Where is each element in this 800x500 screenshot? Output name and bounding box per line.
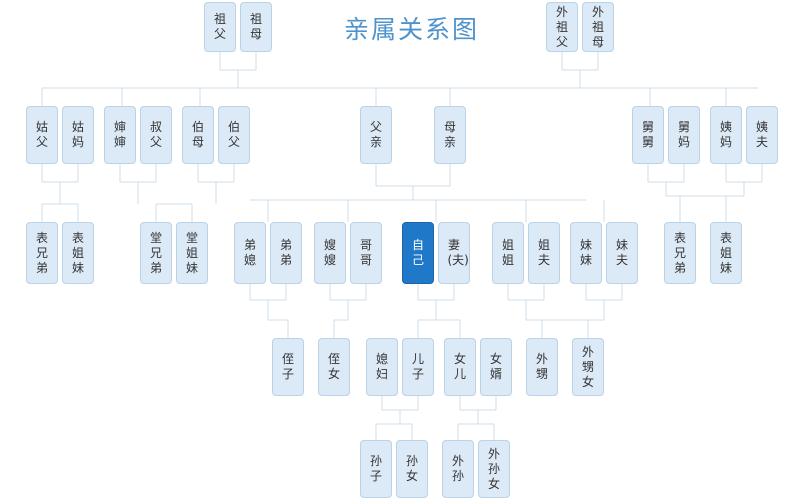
- node-yifu[interactable]: 姨夫: [746, 106, 778, 164]
- node-sunnv[interactable]: 孙女: [396, 440, 428, 498]
- node-waizufu[interactable]: 外祖父: [546, 2, 578, 52]
- node-label: 表姐妹: [719, 230, 732, 275]
- node-jiujiu[interactable]: 舅舅: [632, 106, 664, 164]
- node-label: 祖父: [213, 12, 226, 41]
- node-label: 妻(夫): [447, 238, 469, 267]
- node-label: 妹夫: [615, 238, 628, 267]
- node-label: 侄子: [281, 352, 294, 381]
- node-label: 侄女: [327, 352, 340, 381]
- node-xifu[interactable]: 媳妇: [366, 338, 398, 396]
- node-label: 自己: [411, 238, 424, 267]
- node-waisun[interactable]: 外孙: [442, 440, 474, 498]
- node-label: 姑妈: [71, 120, 84, 149]
- node-tangjiemei[interactable]: 堂姐妹: [176, 222, 208, 284]
- node-label: 外祖父: [555, 4, 568, 49]
- node-meimei[interactable]: 妹妹: [570, 222, 602, 284]
- node-erzi[interactable]: 儿子: [402, 338, 434, 396]
- node-label: 姑父: [35, 120, 48, 149]
- node-label: 妹妹: [579, 238, 592, 267]
- node-label: 堂兄弟: [149, 230, 162, 275]
- node-waisheng[interactable]: 外甥: [526, 338, 558, 396]
- node-dixi[interactable]: 弟媳: [234, 222, 266, 284]
- node-label: 外甥女: [581, 344, 594, 389]
- node-biaoxiongdi_r[interactable]: 表兄弟: [664, 222, 696, 284]
- node-label: 姐姐: [501, 238, 514, 267]
- node-label: 伯父: [227, 120, 240, 149]
- node-didi[interactable]: 弟弟: [270, 222, 302, 284]
- node-label: 外祖母: [591, 4, 604, 49]
- node-bomu[interactable]: 伯母: [182, 106, 214, 164]
- node-jiuma[interactable]: 舅妈: [668, 106, 700, 164]
- node-label: 婶婶: [113, 120, 126, 149]
- node-tangxiongdi[interactable]: 堂兄弟: [140, 222, 172, 284]
- node-waizumu[interactable]: 外祖母: [582, 2, 614, 52]
- node-muqin[interactable]: 母亲: [434, 106, 466, 164]
- node-label: 孙子: [369, 454, 382, 483]
- node-qifu[interactable]: 妻(夫): [438, 222, 470, 284]
- node-biaojiemei_r[interactable]: 表姐妹: [710, 222, 742, 284]
- page-title: 亲属关系图: [344, 15, 480, 44]
- node-label: 外孙女: [487, 446, 500, 491]
- node-jiejie[interactable]: 姐姐: [492, 222, 524, 284]
- node-zhizi[interactable]: 侄子: [272, 338, 304, 396]
- node-label: 姐夫: [537, 238, 550, 267]
- node-meifu[interactable]: 妹夫: [606, 222, 638, 284]
- node-label: 外甥: [535, 352, 548, 381]
- node-label: 嫂嫂: [323, 238, 336, 267]
- node-nvxu[interactable]: 女婿: [480, 338, 512, 396]
- node-label: 外孙: [451, 454, 464, 483]
- node-biaoxiongdi_l[interactable]: 表兄弟: [26, 222, 58, 284]
- node-label: 弟媳: [243, 238, 256, 267]
- node-label: 表兄弟: [35, 230, 48, 275]
- node-label: 姨夫: [755, 120, 768, 149]
- node-nver[interactable]: 女儿: [444, 338, 476, 396]
- node-zumu[interactable]: 祖母: [240, 2, 272, 52]
- node-label: 母亲: [443, 120, 456, 149]
- node-label: 弟弟: [279, 238, 292, 267]
- node-jiefu[interactable]: 姐夫: [528, 222, 560, 284]
- node-bofu[interactable]: 伯父: [218, 106, 250, 164]
- node-yima[interactable]: 姨妈: [710, 106, 742, 164]
- node-waisunnv[interactable]: 外孙女: [478, 440, 510, 498]
- node-label: 儿子: [411, 352, 424, 381]
- node-sunzi[interactable]: 孙子: [360, 440, 392, 498]
- node-saosao[interactable]: 嫂嫂: [314, 222, 346, 284]
- node-waishengnv[interactable]: 外甥女: [572, 338, 604, 396]
- node-label: 父亲: [369, 120, 382, 149]
- node-label: 祖母: [249, 12, 262, 41]
- node-label: 舅妈: [677, 120, 690, 149]
- node-label: 女儿: [453, 352, 466, 381]
- node-shenshen[interactable]: 婶婶: [104, 106, 136, 164]
- node-label: 哥哥: [359, 238, 372, 267]
- node-label: 表姐妹: [71, 230, 84, 275]
- node-zufu[interactable]: 祖父: [204, 2, 236, 52]
- node-gufu[interactable]: 姑父: [26, 106, 58, 164]
- node-shufu[interactable]: 叔父: [140, 106, 172, 164]
- node-biaojiemei_l[interactable]: 表姐妹: [62, 222, 94, 284]
- node-ziji[interactable]: 自己: [402, 222, 434, 284]
- node-zhinv[interactable]: 侄女: [318, 338, 350, 396]
- node-label: 孙女: [405, 454, 418, 483]
- node-label: 媳妇: [375, 352, 388, 381]
- node-label: 表兄弟: [673, 230, 686, 275]
- node-gege[interactable]: 哥哥: [350, 222, 382, 284]
- node-label: 女婿: [489, 352, 502, 381]
- node-fuqin[interactable]: 父亲: [360, 106, 392, 164]
- node-label: 伯母: [191, 120, 204, 149]
- node-guma[interactable]: 姑妈: [62, 106, 94, 164]
- node-label: 堂姐妹: [185, 230, 198, 275]
- node-label: 舅舅: [641, 120, 654, 149]
- node-label: 叔父: [149, 120, 162, 149]
- node-label: 姨妈: [719, 120, 732, 149]
